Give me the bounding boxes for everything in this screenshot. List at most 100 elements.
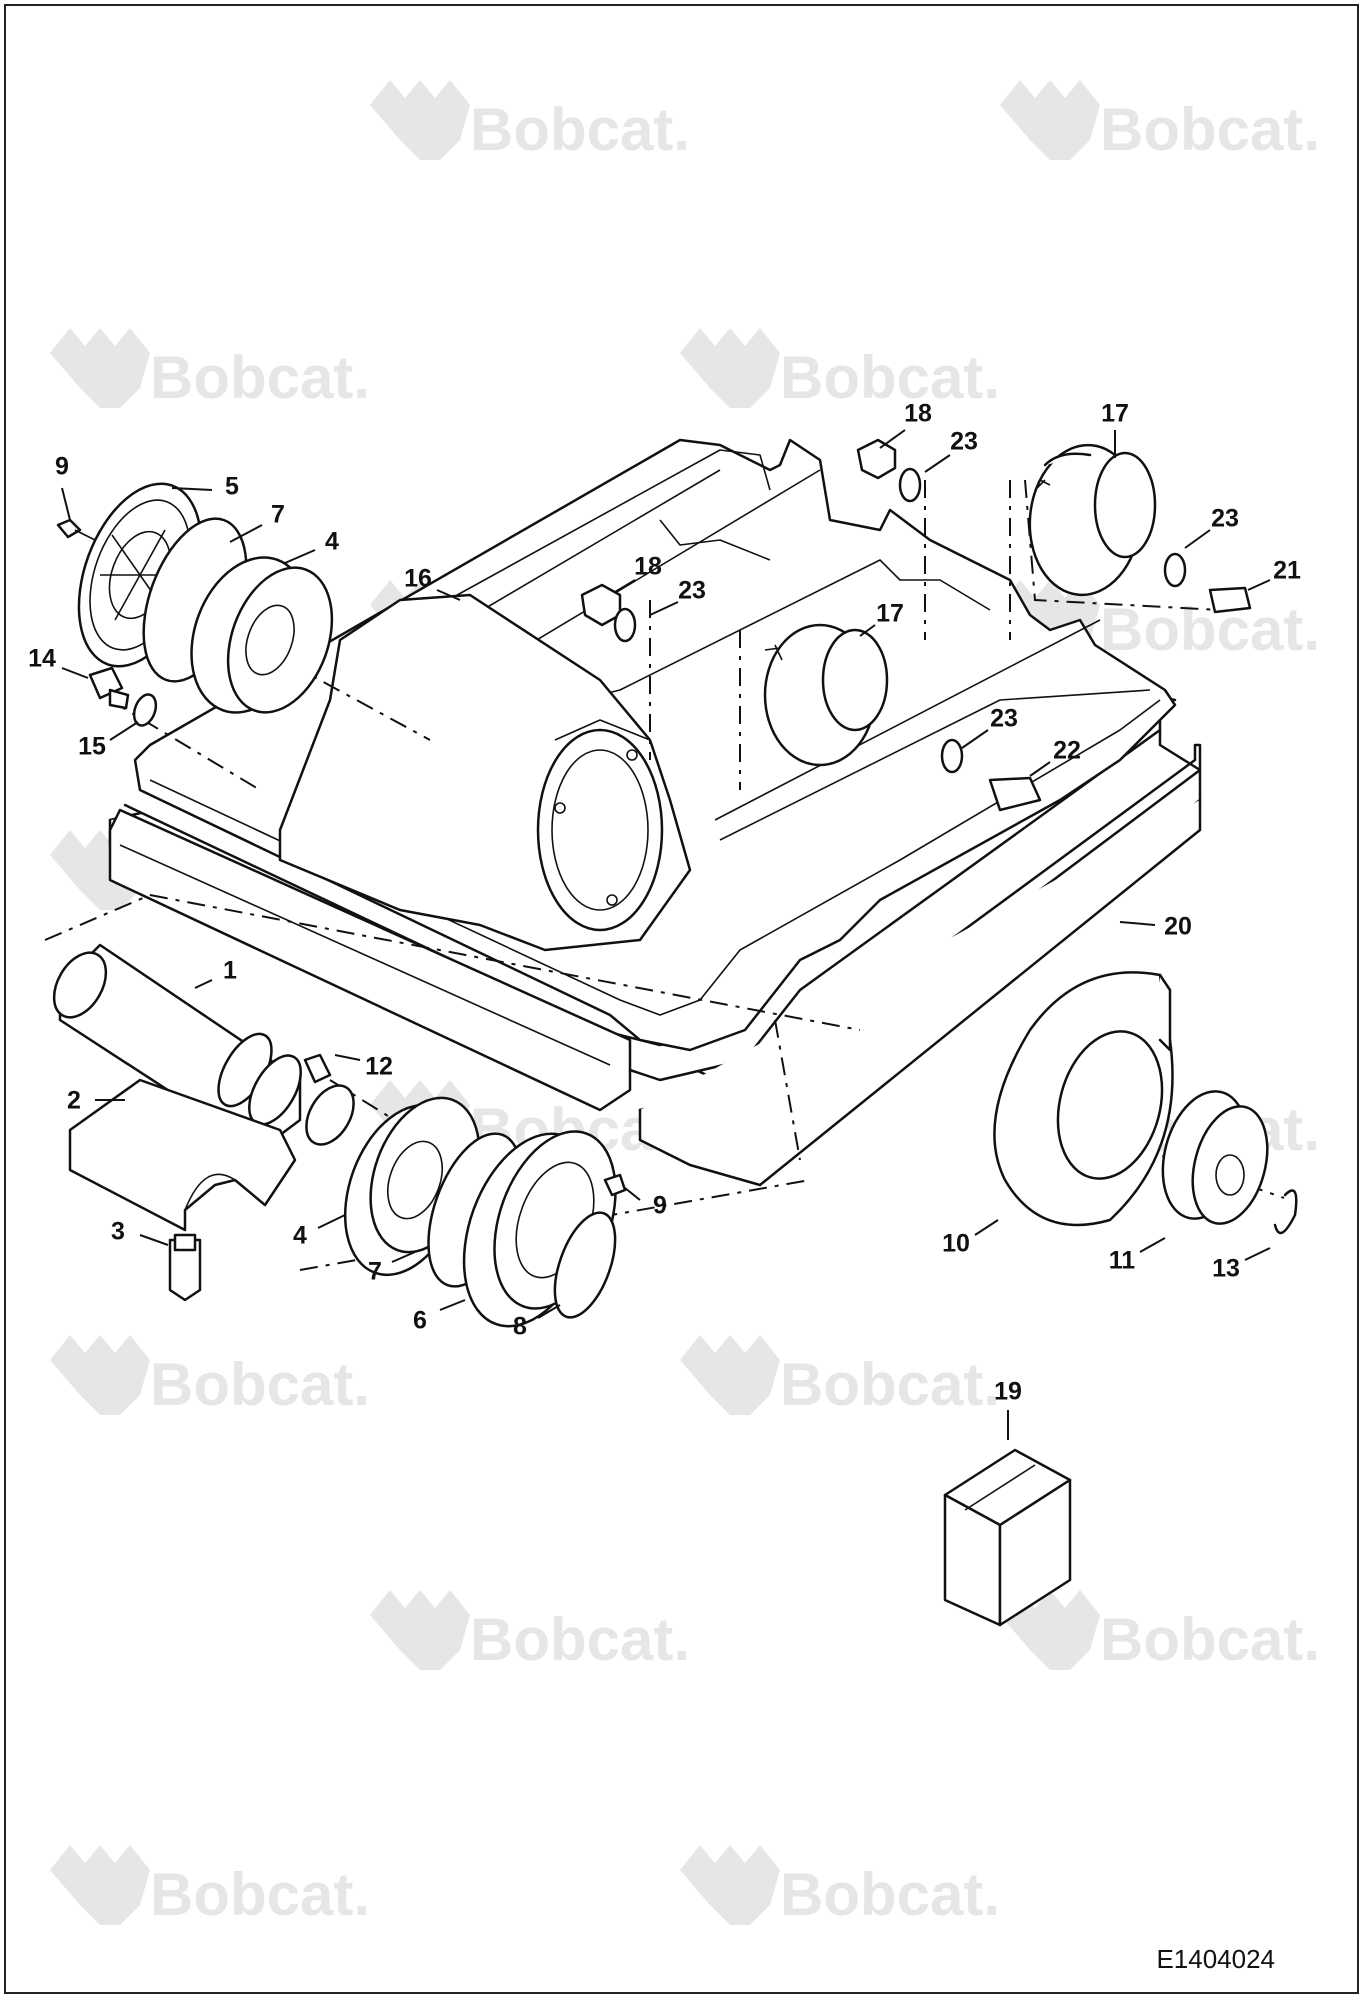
callout-leader-line (334, 1054, 361, 1061)
callout-number-23: 23 (1211, 505, 1239, 533)
callout-number-23: 23 (678, 577, 706, 605)
seal-8 (553, 1211, 617, 1319)
washer-23-d (940, 738, 964, 774)
callout-leader-line (194, 979, 213, 989)
callout-leader-line (1244, 1247, 1271, 1261)
bobcat-watermark: Bobcat. (680, 328, 1000, 411)
callout-number-23: 23 (990, 705, 1018, 733)
callout-leader-line (1139, 1237, 1166, 1253)
washer-15 (132, 693, 158, 727)
callout-number-2: 2 (67, 1087, 81, 1115)
callout-leader-line (974, 1219, 999, 1236)
callout-leader-line (139, 1234, 169, 1246)
bobcat-head-logo-icon (680, 1335, 780, 1415)
bobcat-watermark: Bobcat. (50, 1335, 370, 1418)
callout-leader-line (924, 454, 951, 473)
disk-10 (993, 971, 1174, 1227)
front-rail (108, 808, 632, 1112)
shaft-1 (52, 943, 355, 1152)
bobcat-head-logo-icon (370, 80, 470, 160)
callout-leader-line (436, 589, 461, 601)
half-shell-2 (68, 1078, 297, 1232)
washer-23-b (1163, 552, 1187, 588)
callout-leader-line (624, 1187, 641, 1201)
callout-number-12: 12 (365, 1053, 393, 1081)
callout-leader-line (391, 1251, 416, 1263)
callout-number-8: 8 (513, 1313, 527, 1341)
callout-leader-line (284, 549, 316, 564)
watermark-brand-text: Bobcat. (150, 1861, 370, 1928)
callout-leader-line (61, 487, 71, 521)
bobcat-watermark: Bobcat. (370, 80, 690, 163)
callout-number-18: 18 (904, 400, 932, 428)
callout-number-22: 22 (1053, 737, 1081, 765)
callout-leader-line (171, 487, 213, 491)
pulley-11 (1161, 1090, 1269, 1225)
callout-number-16: 16 (404, 565, 432, 593)
callout-number-17: 17 (876, 600, 904, 628)
callout-leader-line (859, 624, 876, 637)
callout-leader-line (614, 579, 636, 593)
callout-leader-line (1119, 921, 1156, 926)
bobcat-watermark: Bobcat. (1000, 80, 1320, 163)
callout-number-7: 7 (368, 1258, 382, 1286)
watermark-brand-text: Bobcat. (1100, 596, 1320, 663)
callout-leader-line (317, 1214, 346, 1229)
washer-23-c (613, 607, 637, 643)
bobcat-head-logo-icon (50, 1335, 150, 1415)
watermark-brand-text: Bobcat. (150, 1351, 370, 1418)
callout-leader-line (229, 524, 263, 543)
shock-mount-17-lower (763, 623, 889, 767)
callout-number-10: 10 (942, 1230, 970, 1258)
bobcat-watermark: Bobcat. (50, 328, 370, 411)
callout-number-20: 20 (1164, 913, 1192, 941)
bobcat-head-logo-icon (680, 1845, 780, 1925)
callout-number-23: 23 (950, 428, 978, 456)
bobcat-head-logo-icon (50, 1845, 150, 1925)
callout-leader-line (109, 721, 139, 741)
washer-23-a (898, 467, 922, 503)
bolt-3 (168, 1233, 202, 1302)
callout-number-17: 17 (1101, 400, 1129, 428)
bobcat-watermark: Bobcat. (1000, 1590, 1320, 1673)
callout-number-9: 9 (653, 1192, 667, 1220)
callout-number-4: 4 (325, 528, 339, 556)
callout-leader-line (61, 667, 89, 679)
callout-number-19: 19 (994, 1378, 1022, 1406)
callout-leader-line (879, 429, 906, 449)
bolt-22 (988, 776, 1042, 812)
diagram-id: E1404024 (1156, 1944, 1275, 1974)
screw-9-top (56, 518, 96, 541)
callout-leader-line (1247, 579, 1271, 591)
bearing-4-top (190, 556, 334, 714)
screw-9-lower (603, 1173, 627, 1197)
watermark-brand-text: Bobcat. (780, 1861, 1000, 1928)
callout-leader-line (649, 601, 679, 616)
exciter-housing (278, 593, 692, 952)
plug-14 (88, 666, 130, 710)
callout-leader-line (1184, 529, 1211, 549)
bobcat-head-logo-icon (370, 1590, 470, 1670)
callout-number-21: 21 (1273, 557, 1301, 585)
circlip-13 (1273, 1189, 1298, 1235)
callout-leader-line (961, 729, 989, 749)
key-12 (303, 1053, 332, 1084)
callout-number-15: 15 (78, 733, 106, 761)
bobcat-watermark: Bobcat. (50, 1845, 370, 1928)
watermark-brand-text: Bobcat. (780, 344, 1000, 411)
watermark-brand-text: Bobcat. (780, 1351, 1000, 1418)
callout-number-1: 1 (223, 957, 237, 985)
nut-18-a (856, 438, 897, 480)
callout-number-7: 7 (271, 501, 285, 529)
callout-number-9: 9 (55, 453, 69, 481)
callout-number-13: 13 (1212, 1255, 1240, 1283)
callout-number-6: 6 (413, 1307, 427, 1335)
bolt-21 (1208, 586, 1252, 614)
callout-leader-line (1029, 761, 1051, 777)
callout-leader-line (439, 1299, 466, 1311)
watermark-brand-text: Bobcat. (470, 96, 690, 163)
watermark-brand-text: Bobcat. (1100, 1606, 1320, 1673)
parts-kit-box-19 (943, 1448, 1072, 1627)
watermark-brand-text: Bobcat. (470, 1606, 690, 1673)
